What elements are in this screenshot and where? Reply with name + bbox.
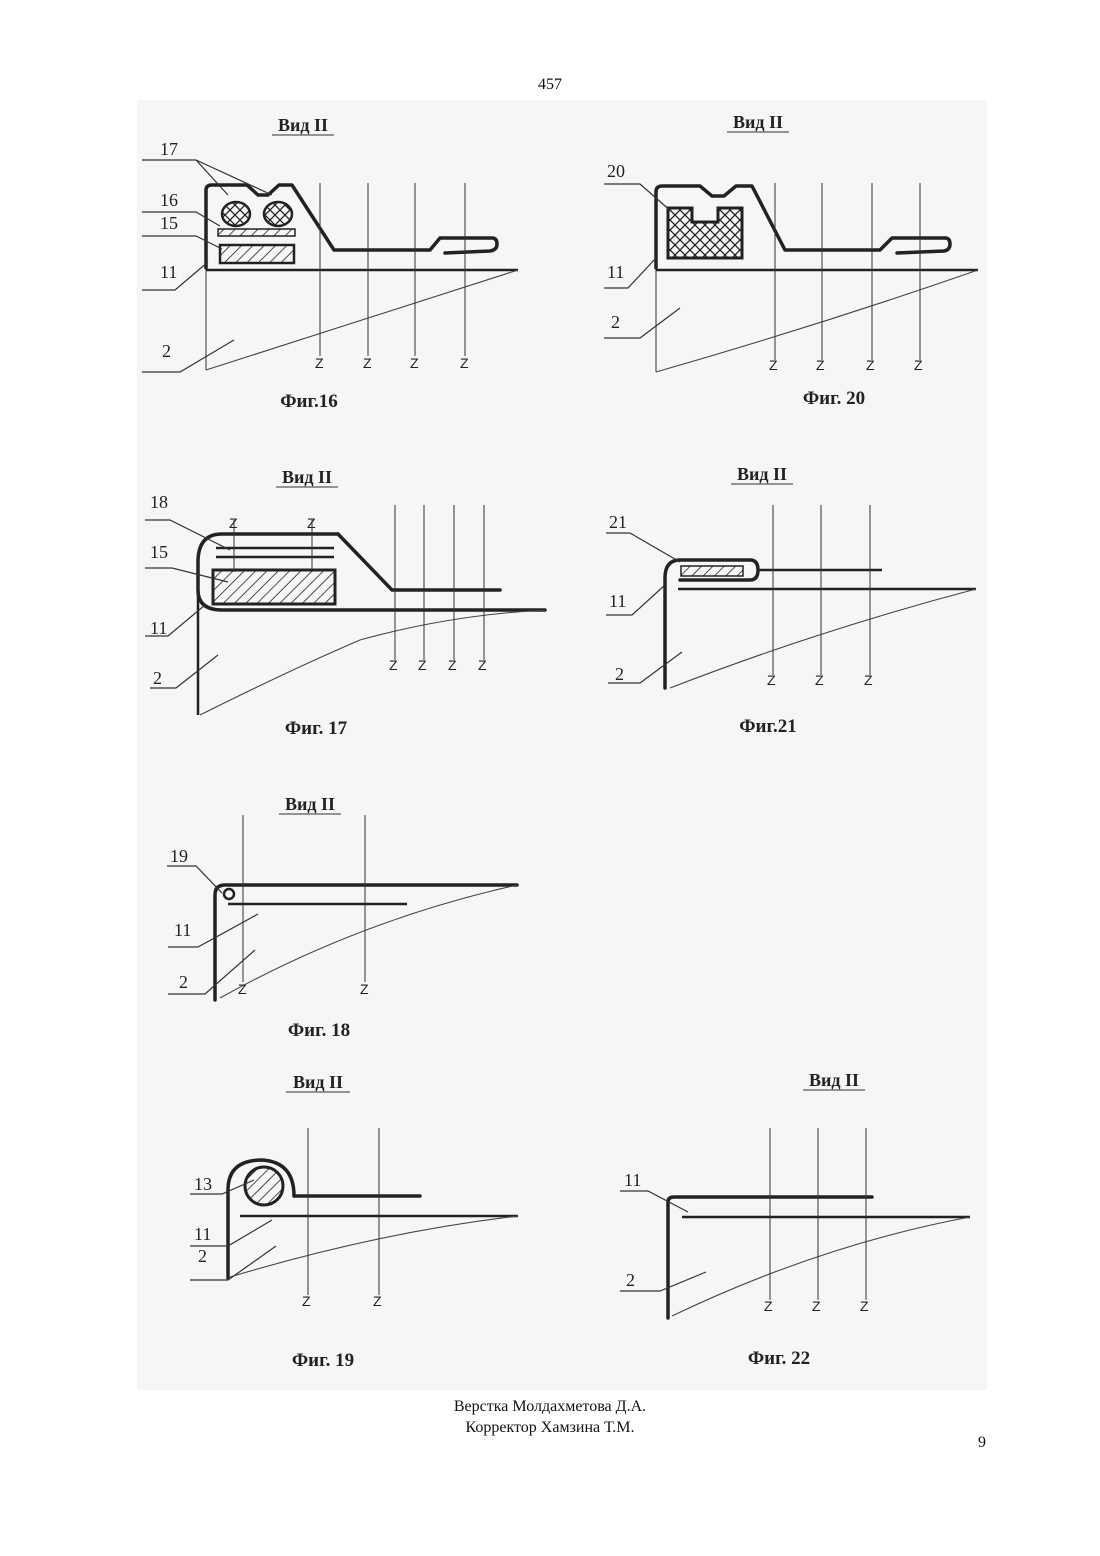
- zone-mark: Z: [363, 355, 372, 371]
- label-11: 11: [174, 920, 191, 940]
- view-title-fig19: Вид II: [293, 1072, 343, 1092]
- label-18: 18: [150, 492, 168, 512]
- label-11: 11: [607, 262, 624, 282]
- zone-mark: Z: [764, 1298, 773, 1314]
- figure-16: Вид II Z Z Z Z 17 16 15 11 2 Фиг.16: [142, 115, 518, 412]
- zone-mark: Z: [816, 357, 825, 373]
- label-11: 11: [194, 1224, 211, 1244]
- figure-20: Вид II Z Z Z Z 20 11 2 Фиг. 20: [604, 112, 978, 409]
- label-2: 2: [162, 341, 171, 361]
- view-title-fig16: Вид II: [278, 115, 328, 135]
- label-2: 2: [198, 1246, 207, 1266]
- label-16: 16: [160, 190, 178, 210]
- zone-mark: Z: [315, 355, 324, 371]
- view-title-fig22: Вид II: [809, 1070, 859, 1090]
- label-19: 19: [170, 846, 188, 866]
- figure-19: Вид II Z Z 13 11 2 Фиг. 19: [190, 1072, 518, 1371]
- zone-mark: Z: [307, 515, 316, 531]
- zone-mark: Z: [767, 672, 776, 688]
- label-20: 20: [607, 161, 625, 181]
- zone-mark: Z: [812, 1298, 821, 1314]
- zone-mark: Z: [238, 981, 247, 997]
- label-13: 13: [194, 1174, 212, 1194]
- label-2: 2: [153, 668, 162, 688]
- view-title-fig21: Вид II: [737, 464, 787, 484]
- zone-mark: Z: [229, 515, 238, 531]
- label-2: 2: [179, 972, 188, 992]
- zone-mark: Z: [914, 357, 923, 373]
- zone-mark: Z: [460, 355, 469, 371]
- figure-21: Вид II Z Z Z 21 11 2 Фиг.21: [606, 464, 976, 737]
- caption-fig22: Фиг. 22: [748, 1348, 810, 1369]
- label-2: 2: [626, 1270, 635, 1290]
- label-11: 11: [160, 262, 177, 282]
- label-15: 15: [150, 542, 168, 562]
- label-17: 17: [160, 139, 178, 159]
- zone-mark: Z: [769, 357, 778, 373]
- label-2: 2: [611, 312, 620, 332]
- view-title-fig18: Вид II: [285, 794, 335, 814]
- label-15: 15: [160, 213, 178, 233]
- caption-fig21: Фиг.21: [739, 716, 797, 737]
- zone-mark: Z: [815, 672, 824, 688]
- zone-mark: Z: [864, 672, 873, 688]
- label-2: 2: [615, 664, 624, 684]
- zone-mark: Z: [860, 1298, 869, 1314]
- figure-17: Вид II Z Z Z Z Z Z 18 15 11 2 Фиг. 17: [145, 467, 545, 739]
- footer-credits: Верстка Молдахметова Д.А. Корректор Хамз…: [0, 1396, 1100, 1438]
- caption-fig19: Фиг. 19: [292, 1350, 354, 1371]
- zone-mark: Z: [302, 1293, 311, 1309]
- caption-fig18: Фиг. 18: [288, 1020, 350, 1041]
- figure-22: Вид II Z Z Z 11 2 Фиг. 22: [620, 1070, 970, 1369]
- page-number-bottom: 9: [978, 1434, 986, 1452]
- figure-18: Вид II Z Z 19 11 2 Фиг. 18: [167, 794, 517, 1041]
- zone-mark: Z: [389, 657, 398, 673]
- caption-fig20: Фиг. 20: [803, 388, 865, 409]
- zone-mark: Z: [448, 657, 457, 673]
- zone-mark: Z: [478, 657, 487, 673]
- label-11: 11: [150, 618, 167, 638]
- view-title-fig17: Вид II: [282, 467, 332, 487]
- zone-mark: Z: [866, 357, 875, 373]
- label-11: 11: [624, 1170, 641, 1190]
- footer-layout-credit: Верстка Молдахметова Д.А.: [0, 1396, 1100, 1417]
- caption-fig17: Фиг. 17: [285, 718, 348, 739]
- zone-mark: Z: [360, 981, 369, 997]
- zone-mark: Z: [418, 657, 427, 673]
- label-11: 11: [609, 591, 626, 611]
- caption-fig16: Фиг.16: [280, 391, 338, 412]
- footer-corrector-credit: Корректор Хамзина Т.М.: [0, 1417, 1100, 1438]
- zone-mark: Z: [410, 355, 419, 371]
- label-21: 21: [609, 512, 627, 532]
- zone-mark: Z: [373, 1293, 382, 1309]
- view-title-fig20: Вид II: [733, 112, 783, 132]
